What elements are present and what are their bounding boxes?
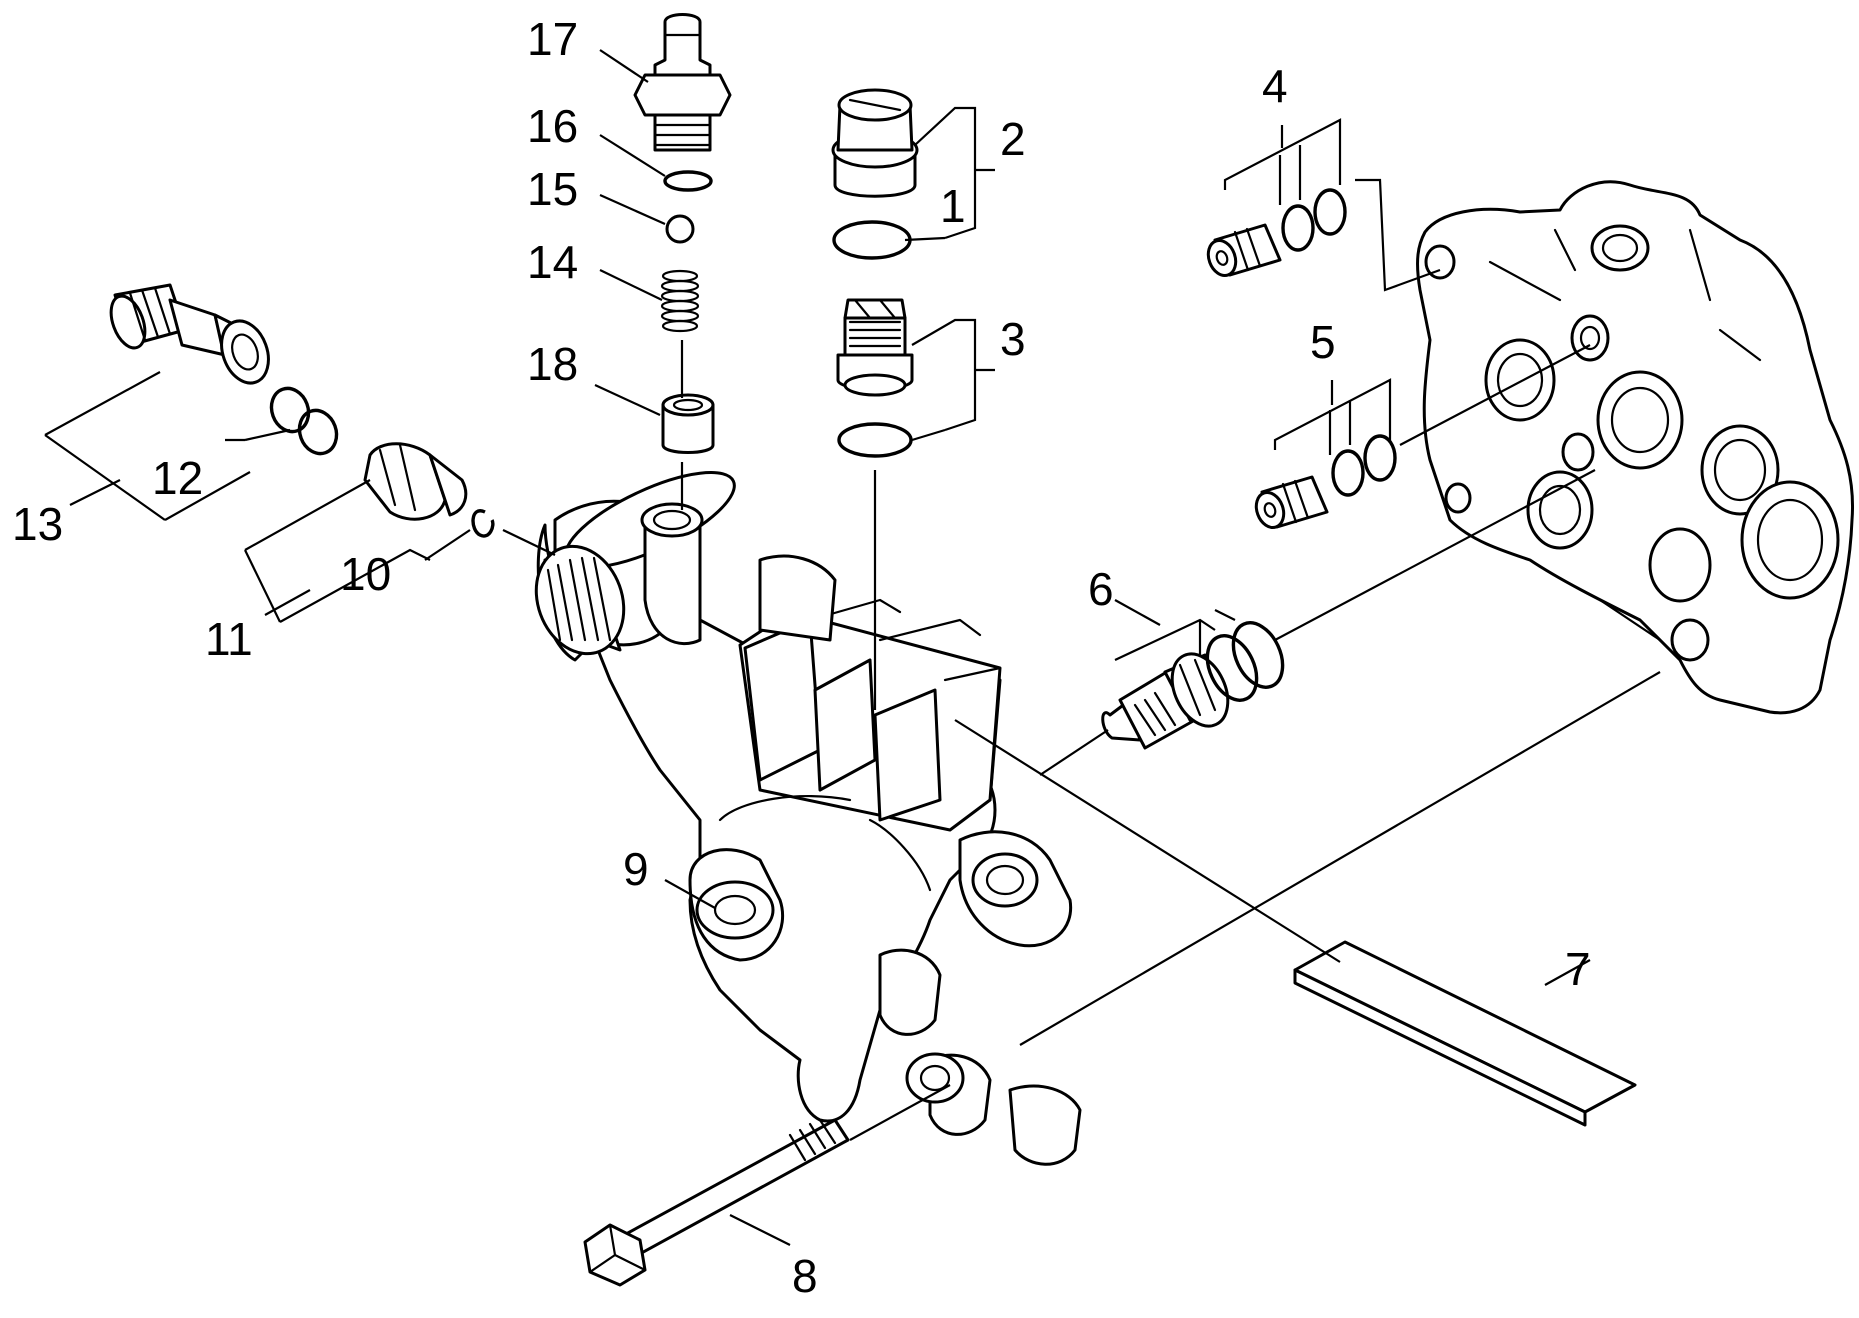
callout-14: 14: [527, 236, 578, 288]
callout-9: 9: [623, 843, 649, 895]
leader-lines: [245, 180, 1660, 1140]
callout-10: 10: [340, 548, 391, 600]
callout-13: 13: [12, 498, 63, 550]
manifold-body: [538, 454, 1080, 1164]
callout-4: 4: [1262, 60, 1288, 112]
part-3-valve: [838, 300, 912, 395]
callout-3: 3: [1000, 313, 1026, 365]
part-6-valve: [1103, 645, 1239, 748]
callout-15: 15: [527, 163, 578, 215]
part-6-o-ring-b: [1224, 615, 1293, 695]
part-12-o-ring-b: [294, 405, 343, 459]
callout-18: 18: [527, 338, 578, 390]
callout-2: 2: [1000, 113, 1026, 165]
callout-16: 16: [527, 100, 578, 152]
part-11-injector: [365, 444, 466, 519]
callout-5: 5: [1310, 316, 1336, 368]
callout-8: 8: [792, 1250, 818, 1302]
part-5-valve: [1252, 477, 1327, 531]
callout-6: 6: [1088, 563, 1114, 615]
callout-pointers: [45, 50, 1590, 1245]
part-16-o-ring: [665, 172, 711, 190]
part-15-ball: [667, 216, 693, 242]
part-7-plate: [1295, 942, 1635, 1125]
pump-head-housing: [1418, 182, 1853, 713]
part-2-plug: [833, 90, 917, 196]
part-4-o-ring-b: [1315, 190, 1345, 234]
inlet-thread: [522, 534, 639, 666]
part-3-o-ring: [839, 424, 911, 456]
part-5-o-ring-a: [1333, 451, 1363, 495]
callout-17: 17: [527, 13, 578, 65]
part-12-o-ring-a: [266, 383, 315, 437]
part-4-o-ring-a: [1283, 206, 1313, 250]
part-8-bolt: [585, 1120, 848, 1285]
part-13-unloader-piston: [105, 285, 277, 390]
callout-labels: 1 2 3 4 5 6 7 8 9 10 11 12 13 14 15 16 1…: [12, 13, 1591, 1302]
part-10-retaining-ring: [473, 511, 493, 536]
callout-11: 11: [205, 613, 253, 665]
callout-7: 7: [1565, 943, 1591, 995]
part-18-sleeve: [663, 395, 713, 453]
part-1-o-ring: [834, 222, 910, 258]
callout-1: 1: [940, 180, 966, 232]
callout-12: 12: [152, 452, 203, 504]
part-17-hose-nipple: [635, 15, 730, 151]
part-5-o-ring-b: [1365, 436, 1395, 480]
part-4-valve: [1204, 225, 1280, 279]
part-6-o-ring-a: [1198, 628, 1267, 708]
part-14-spring: [662, 271, 698, 331]
